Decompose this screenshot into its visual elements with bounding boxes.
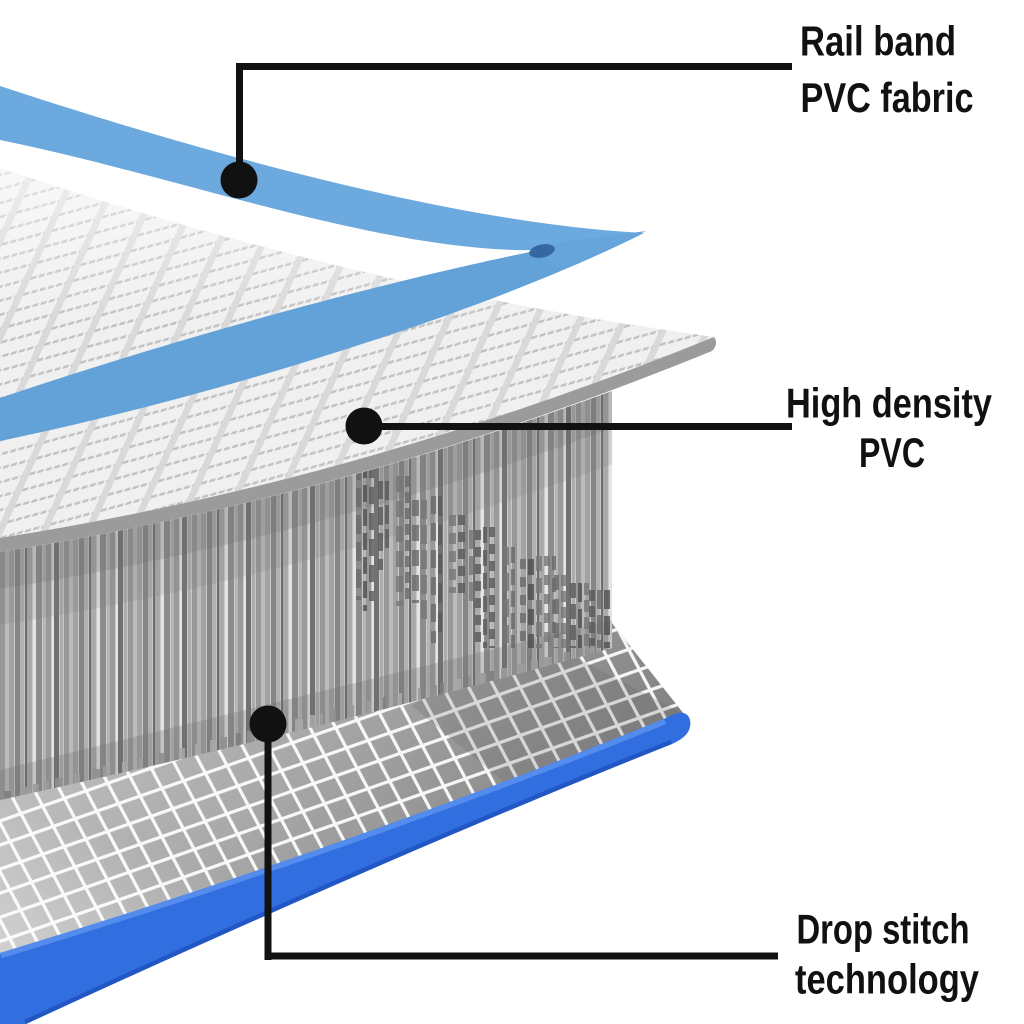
svg-text:technology: technology	[795, 956, 980, 1003]
svg-text:PVC fabric: PVC fabric	[801, 74, 974, 121]
svg-text:High density: High density	[786, 380, 993, 427]
svg-text:PVC: PVC	[859, 429, 925, 476]
svg-text:Rail band: Rail band	[800, 18, 956, 65]
svg-text:Drop stitch: Drop stitch	[797, 906, 970, 953]
